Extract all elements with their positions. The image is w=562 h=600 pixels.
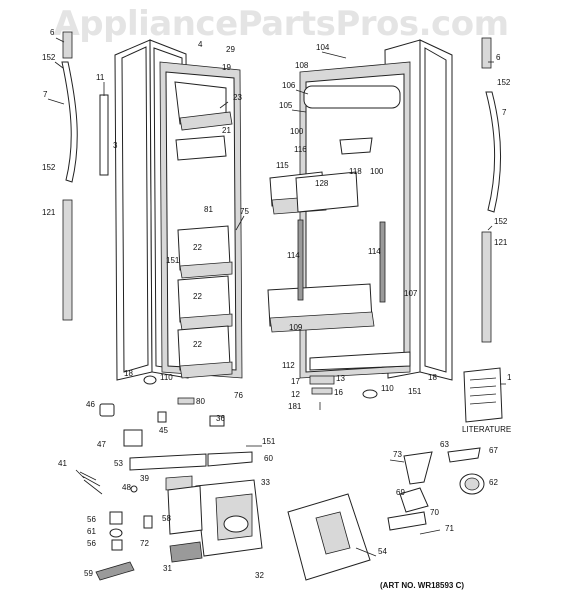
callout-c33: 33 [261,478,270,487]
callout-c67: 67 [489,446,498,455]
callout-c107: 107 [404,289,418,298]
callout-c152c: 152 [497,78,511,87]
callout-c114b: 114 [368,247,381,256]
callout-c6l: 6 [50,28,55,37]
callout-c22b: 22 [193,292,202,301]
fresh-food-door-bins [267,171,411,371]
callout-c16: 16 [334,388,343,397]
callout-c152a: 152 [42,53,56,62]
callout-c63: 63 [440,440,449,449]
callout-c116: 116 [294,145,307,154]
callout-c41: 41 [58,459,67,468]
callout-c6r: 6 [496,53,501,62]
callout-c1: 1 [507,373,512,382]
callout-c152d: 152 [494,217,508,226]
callout-c105: 105 [279,101,293,110]
callout-c70: 70 [430,508,439,517]
callout-c47: 47 [97,440,106,449]
callout-c7r: 7 [502,108,507,117]
callout-c108: 108 [295,61,309,70]
callout-c73: 73 [393,450,402,459]
callout-c31: 31 [163,564,172,573]
callout-c121r: 121 [494,238,508,247]
callout-c22c: 22 [193,340,202,349]
callout-c12: 12 [291,390,300,399]
watermark-logo: AppliancePartsPros.com [53,4,509,44]
callout-c39: 39 [140,474,149,483]
callout-c128: 128 [315,179,329,188]
callout-c61: 61 [87,527,96,536]
callout-c22a: 22 [193,243,202,252]
callout-c151c: 151 [262,437,276,446]
callout-c104: 104 [316,43,330,52]
callout-c112: 112 [282,361,295,370]
callout-c29: 29 [226,45,235,54]
callout-c13: 13 [336,374,345,383]
callout-c11: 11 [96,73,105,82]
callout-c18r: 18 [428,373,437,382]
callout-c48: 48 [122,483,131,492]
callout-c71: 71 [445,524,454,533]
callout-c32: 32 [255,571,264,580]
callout-c75: 75 [240,207,249,216]
callout-c54: 54 [378,547,387,556]
callout-c72: 72 [140,539,149,548]
callout-c151b: 151 [408,387,422,396]
callout-c110l: 110 [160,373,173,382]
callout-c3: 3 [113,141,118,150]
callout-c21: 21 [222,126,231,135]
callout-c114a: 114 [287,251,300,260]
callout-c7l: 7 [43,90,48,99]
callout-c56a: 56 [87,515,96,524]
hinge-hardware [143,375,378,410]
callout-c18l: 18 [124,369,133,378]
dispenser-assembly [75,403,263,581]
callout-c121l: 121 [42,208,56,217]
callout-c59: 59 [84,569,93,578]
callout-c80: 80 [196,397,205,406]
fresh-food-handle [481,37,502,343]
callout-c53: 53 [114,459,123,468]
leader-lines [47,37,506,557]
callout-c110r: 110 [381,384,394,393]
callout-c45: 45 [159,426,168,435]
callout-c60: 60 [264,454,273,463]
callout-c115: 115 [276,161,289,170]
callout-c23: 23 [233,93,242,102]
literature-booklet [463,367,503,423]
literature-label: LITERATURE [462,425,511,434]
callout-c69: 69 [396,488,405,497]
freezer-handle [61,31,109,321]
callout-c62: 62 [489,478,498,487]
callout-c152b: 152 [42,163,56,172]
callout-c151a: 151 [166,256,180,265]
callout-c76: 76 [234,391,243,400]
freezer-door-bins [174,81,233,379]
callout-c46: 46 [86,400,95,409]
callout-c4: 4 [198,40,203,49]
callout-c118: 118 [349,167,362,176]
callout-c19: 19 [222,63,231,72]
callout-c109: 109 [289,323,303,332]
callout-c36: 36 [216,414,225,423]
callout-c58: 58 [162,514,171,523]
callout-c81: 81 [204,205,213,214]
callout-c181: 181 [288,402,302,411]
callout-c56b: 56 [87,539,96,548]
dispenser-cover-and-chute [287,447,485,581]
callout-c100a: 100 [290,127,304,136]
callout-c106: 106 [282,81,296,90]
callout-c17: 17 [291,377,300,386]
callout-c100b: 100 [370,167,384,176]
art-number: (ART NO. WR18593 C) [380,581,465,590]
